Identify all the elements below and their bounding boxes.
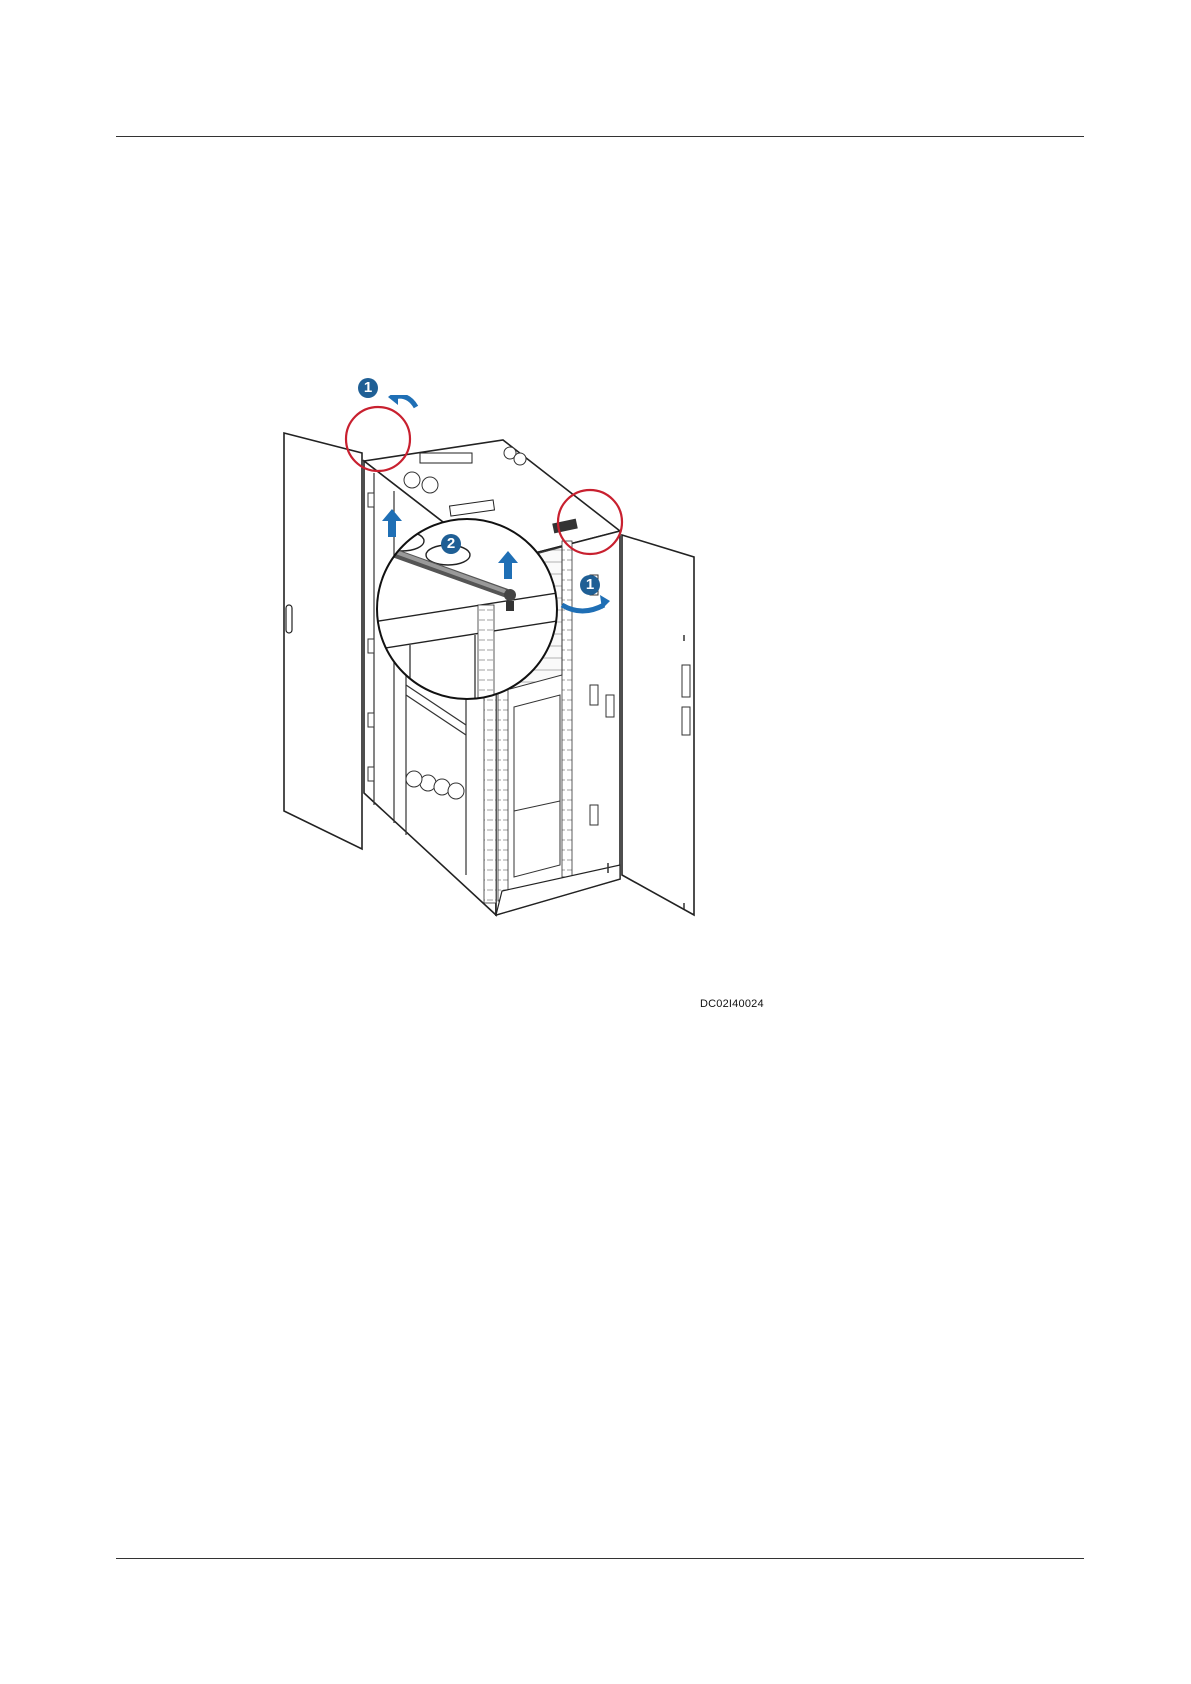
step-badge-2: 2 [441,534,461,554]
step-badge-1-right: 1 [580,575,600,595]
left-door [284,433,362,849]
footer-rule [116,1558,1084,1559]
cabinet-drawing [270,395,770,1017]
left-door-handle [286,605,292,633]
step-badge-1-top: 1 [358,378,378,398]
cabinet-illustration: 1 2 1 [270,395,770,1017]
figure-code: DC02I40024 [700,998,764,1010]
header-rule [116,136,1084,137]
